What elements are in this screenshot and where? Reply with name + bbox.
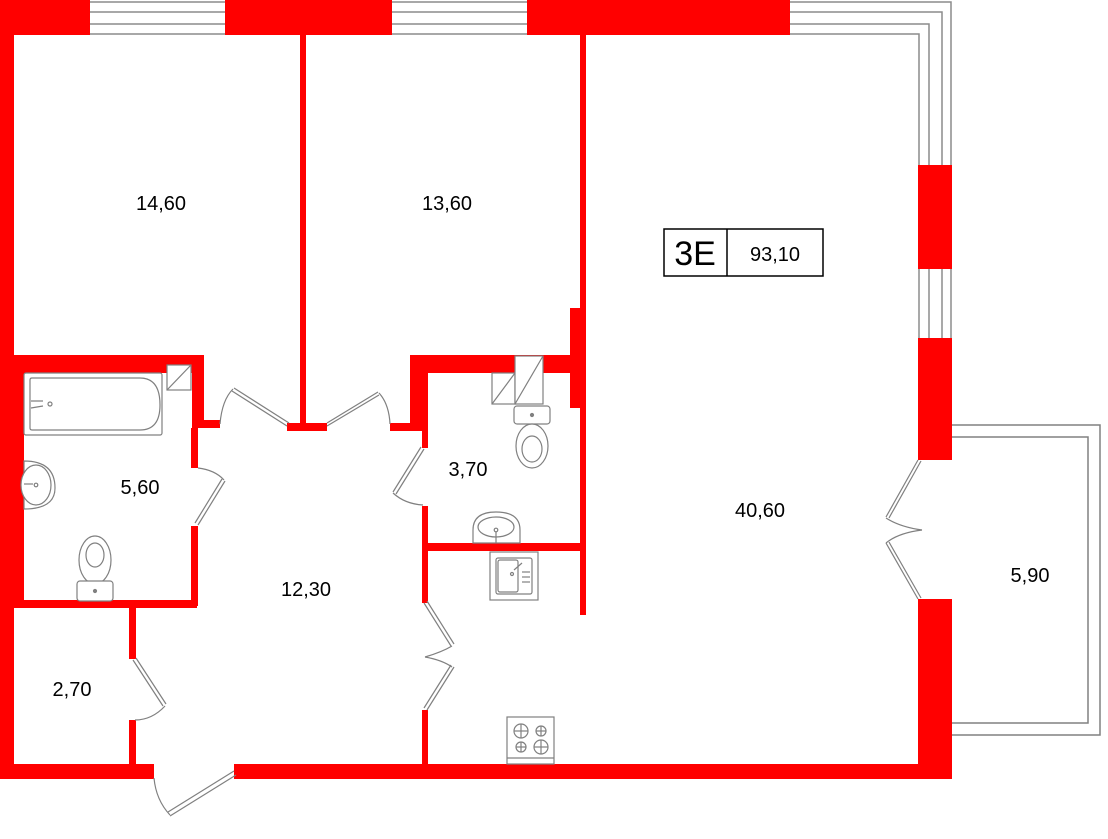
wall-bathroom-top xyxy=(0,355,204,373)
door-kitchen[interactable] xyxy=(423,600,455,711)
wall-bathroom-left xyxy=(14,355,24,607)
windows xyxy=(90,1,952,338)
window-top-2[interactable] xyxy=(392,1,527,35)
window-top-1[interactable] xyxy=(90,1,225,35)
wall-kitchen-left-lower xyxy=(422,710,428,768)
wall-hall-top-mid xyxy=(287,423,327,431)
door-toilet[interactable] xyxy=(392,446,425,506)
wall-top-left xyxy=(0,0,90,35)
wall-bedrooms xyxy=(300,35,306,430)
window-right[interactable] xyxy=(918,269,952,338)
wall-toilet-top xyxy=(410,355,582,373)
door-entrance[interactable] xyxy=(153,770,237,817)
shaft-icon-2 xyxy=(491,355,544,405)
sink-icon xyxy=(20,460,56,510)
room-area-toilet: 3,70 xyxy=(449,459,488,481)
room-area-storage: 2,70 xyxy=(53,679,92,701)
wall-bathroom-right-lower2 xyxy=(191,526,198,606)
toilet-icon xyxy=(76,535,114,602)
fixtures xyxy=(20,355,555,765)
wall-bathroom-bottom xyxy=(14,600,197,608)
wall-kitchen-left-upper xyxy=(422,551,428,603)
wall-bottom-left xyxy=(0,764,154,779)
sink-icon-2 xyxy=(472,511,521,544)
kitchen-sink-icon xyxy=(489,551,539,601)
room-area-balcony: 5,90 xyxy=(1011,565,1050,587)
wall-storage-right-lower xyxy=(129,720,136,768)
bathtub-icon xyxy=(23,372,163,436)
wall-storage-right-upper xyxy=(129,607,136,659)
wall-bedroom2-living xyxy=(580,35,586,615)
door-storage[interactable] xyxy=(132,657,167,721)
room-labels: 14,60 13,60 40,60 5,60 3,70 12,30 2,70 5… xyxy=(53,193,1050,701)
wall-hall-top-right xyxy=(390,423,420,431)
wall-toilet-bottom xyxy=(422,543,586,551)
door-balcony[interactable] xyxy=(885,459,923,600)
wall-left xyxy=(0,0,14,778)
room-area-living-kitchen: 40,60 xyxy=(735,500,785,522)
wall-toilet-left xyxy=(410,355,428,431)
wall-bathroom-right-upper xyxy=(192,355,204,428)
balcony-outline xyxy=(952,424,1101,736)
walls xyxy=(0,0,952,779)
room-area-bedroom-1: 14,60 xyxy=(136,193,186,215)
wall-toilet-left-lower2 xyxy=(422,506,428,556)
wall-toilet-left-lower1 xyxy=(422,428,428,448)
apartment-total-area: 93,10 xyxy=(750,244,800,266)
wall-right-pier-1 xyxy=(918,165,952,269)
door-bedroom-1[interactable] xyxy=(219,387,290,427)
room-area-bathroom: 5,60 xyxy=(121,477,160,499)
wall-bathroom-right-lower1 xyxy=(191,428,198,468)
wall-bottom-right xyxy=(234,764,952,779)
apartment-type-code: 3E xyxy=(674,235,716,273)
door-bathroom[interactable] xyxy=(194,467,226,526)
wall-right-pier-2 xyxy=(918,338,952,460)
window-corner[interactable] xyxy=(790,1,952,165)
wall-top-right xyxy=(527,0,790,35)
toilet-icon-2 xyxy=(513,405,551,469)
door-bedroom-2[interactable] xyxy=(326,391,391,427)
apartment-tag: 3E 93,10 xyxy=(663,228,824,277)
wall-top-mid xyxy=(225,0,392,35)
stove-icon xyxy=(506,716,555,765)
shaft-icon xyxy=(166,364,192,391)
wall-right-pier-3 xyxy=(918,599,952,779)
doors xyxy=(132,387,923,817)
room-area-bedroom-2: 13,60 xyxy=(422,193,472,215)
wall-bathroom-right-mid xyxy=(192,420,220,428)
room-area-hallway: 12,30 xyxy=(281,579,331,601)
